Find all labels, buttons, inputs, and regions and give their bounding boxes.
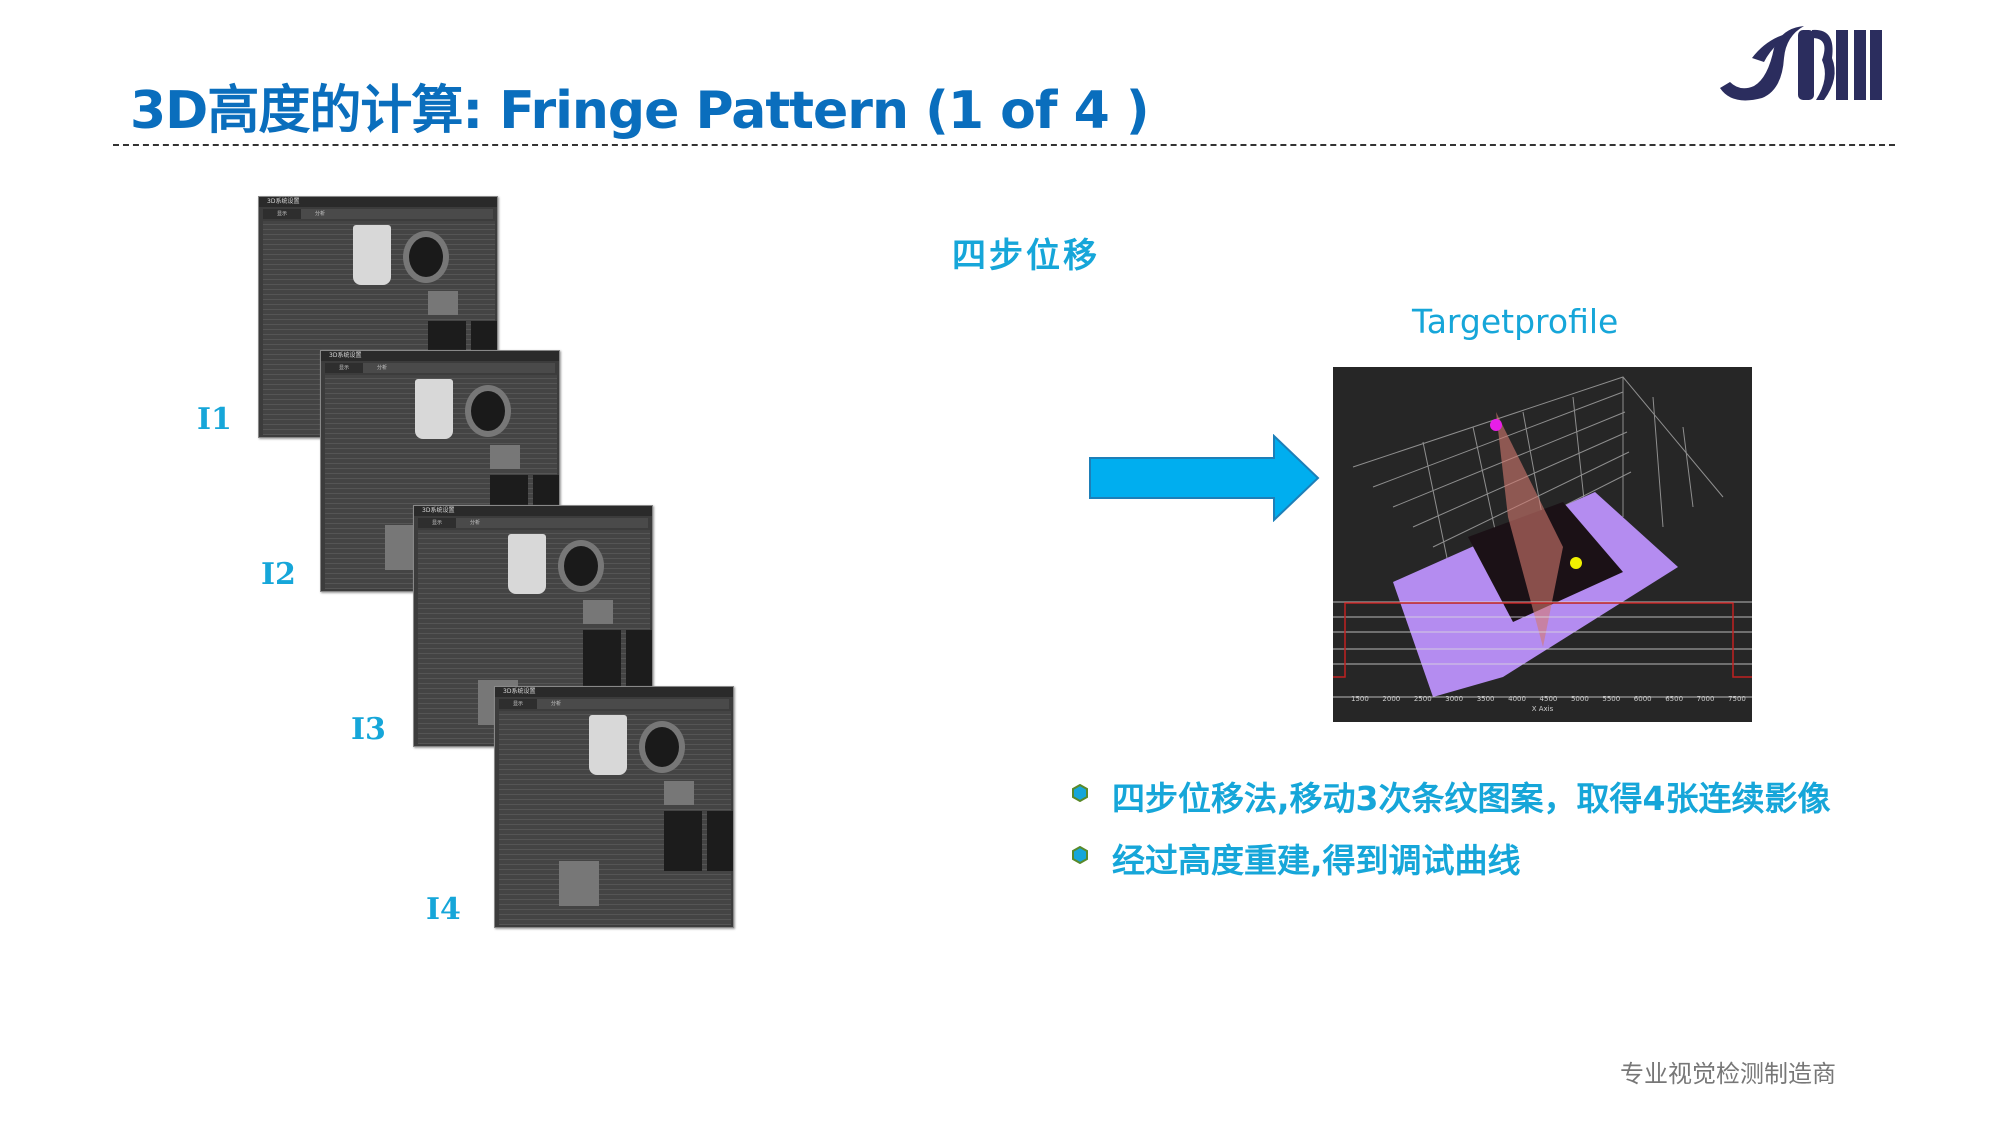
profile-title: Targetprofile — [1412, 302, 1619, 341]
page-title: 3D高度的计算: Fringe Pattern (1 of 4 ) — [130, 81, 1150, 141]
tab-analysis[interactable]: 分析 — [551, 701, 562, 707]
image-label-i3: I3 — [351, 712, 386, 747]
x-tick-label: 7500 — [1728, 695, 1746, 703]
image-label-i1: I1 — [197, 402, 232, 437]
x-tick-label: 2000 — [1382, 695, 1401, 703]
tab-display[interactable]: 显示 — [263, 209, 302, 219]
tab-analysis[interactable]: 分析 — [315, 211, 326, 217]
x-tick-label: 6000 — [1633, 695, 1652, 703]
section-heading: 四步位移 — [952, 236, 1100, 276]
target-profile-3d-view: 1500 2000 2500 3000 3500 4000 4500 5000 5500 6000… — [1333, 367, 1752, 722]
window-title: 3D系统设置 — [321, 351, 559, 361]
footer-tagline: 专业视觉检测制造商 — [1620, 1060, 1836, 1088]
image-label-i4: I4 — [426, 892, 461, 927]
x-tick-label: 1500 — [1351, 695, 1369, 703]
tab-analysis[interactable]: 分析 — [470, 520, 481, 526]
x-tick-label: 2500 — [1413, 695, 1432, 703]
tab-display[interactable]: 显示 — [325, 363, 364, 373]
tab-display[interactable]: 显示 — [418, 518, 457, 528]
company-logo — [1720, 26, 1882, 101]
x-tick-label: 5000 — [1570, 695, 1589, 703]
x-tick-label: 3000 — [1445, 695, 1464, 703]
tab-display[interactable]: 显示 — [499, 699, 538, 709]
bullet-icon — [1072, 846, 1088, 864]
bullet-text: 四步位移法,移动3次条纹图案，取得4张连续影像 — [1112, 779, 1831, 818]
pcb-image — [499, 711, 733, 925]
title-divider — [113, 144, 1895, 146]
right-arrow-icon — [1089, 434, 1320, 522]
x-tick-label: 3500 — [1476, 695, 1495, 703]
window-title: 3D系统设置 — [414, 506, 652, 516]
bullet-text: 经过高度重建,得到调试曲线 — [1112, 841, 1521, 880]
window-title: 3D系统设置 — [259, 197, 497, 207]
image-label-i2: I2 — [261, 557, 296, 592]
x-axis-label: X Axis — [1531, 705, 1554, 713]
x-tick-label: 4000 — [1508, 695, 1526, 703]
x-tick-label: 4500 — [1539, 695, 1558, 703]
x-tick-label: 6500 — [1665, 695, 1684, 703]
window-title: 3D系统设置 — [495, 687, 733, 697]
bullet-icon — [1072, 784, 1088, 802]
tab-analysis[interactable]: 分析 — [377, 365, 388, 371]
x-tick-label: 7000 — [1696, 695, 1715, 703]
x-tick-label: 5500 — [1602, 695, 1621, 703]
fringe-image-i4: 3D系统设置 显示 分析 — [494, 686, 734, 928]
